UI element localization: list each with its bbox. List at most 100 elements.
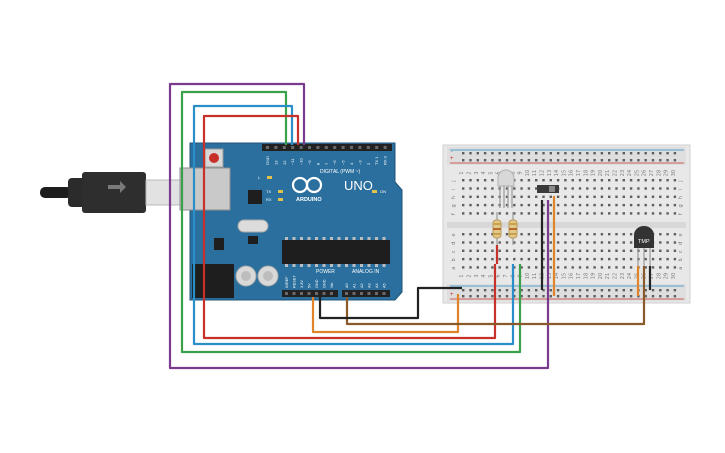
bb-hole — [513, 187, 516, 190]
wire-red[interactable] — [202, 114, 497, 340]
bb-hole — [586, 187, 589, 190]
bb-hole — [651, 266, 655, 269]
resistor-band — [509, 223, 517, 225]
wire-black-gnd[interactable] — [318, 286, 462, 320]
wire-brown-a0[interactable] — [345, 266, 646, 326]
bb-hole — [549, 241, 552, 244]
board-model-label: UNO — [344, 178, 373, 193]
bb-hole — [556, 266, 560, 269]
rail-hole — [622, 289, 625, 292]
rail-hole — [469, 289, 472, 292]
header-hole[interactable] — [366, 146, 370, 149]
rail-hole — [542, 295, 545, 298]
header-hole[interactable] — [282, 146, 286, 149]
header-hole[interactable] — [292, 292, 296, 295]
header-hole[interactable] — [315, 292, 318, 295]
rail-hole — [505, 289, 509, 292]
rail-hole — [600, 289, 604, 292]
header-hole[interactable] — [345, 292, 348, 295]
resistor-1[interactable] — [492, 212, 502, 245]
rgb-led[interactable] — [497, 169, 515, 208]
bb-hole — [520, 233, 523, 236]
header-hole[interactable] — [274, 146, 278, 149]
header-hole[interactable] — [307, 292, 311, 295]
breadboard-holes — [462, 152, 677, 298]
rail-hole — [615, 159, 618, 162]
header-hole[interactable] — [316, 146, 320, 149]
rail-hole — [615, 289, 618, 292]
bb-hole — [491, 241, 494, 244]
header-hole[interactable] — [285, 292, 288, 295]
resistor-2[interactable] — [508, 212, 518, 245]
bb-hole — [520, 179, 523, 182]
header-hole[interactable] — [300, 292, 303, 295]
bb-hole — [659, 241, 662, 244]
header-hole[interactable] — [375, 146, 379, 149]
bottom-pin-label: A2 — [360, 283, 364, 288]
bb-hole — [651, 187, 655, 190]
header-hole[interactable] — [360, 292, 363, 295]
header-hole[interactable] — [291, 146, 295, 149]
header-hole[interactable] — [341, 146, 345, 149]
bb-hole — [476, 212, 479, 215]
bb-hole — [556, 233, 560, 236]
bb-hole — [556, 179, 560, 182]
resistor-band — [493, 223, 501, 225]
header-hole[interactable] — [358, 146, 362, 149]
digital-pin-label: ~5 — [341, 160, 346, 165]
header-hole[interactable] — [375, 292, 378, 295]
microcontroller-chip — [282, 240, 390, 264]
slide-switch[interactable] — [537, 185, 559, 193]
temperature-sensor[interactable]: TMP — [634, 226, 654, 266]
digital-pin-label: ~6 — [332, 160, 337, 165]
chip-pin — [345, 237, 348, 240]
rail-hole — [644, 152, 647, 155]
rail-hole — [608, 289, 611, 292]
digital-header-label: DIGITAL (PWM ~) — [320, 169, 360, 175]
bb-column-label: 13 — [547, 170, 553, 176]
slide-switch-body — [537, 185, 559, 193]
rail-hole — [498, 152, 501, 155]
bb-hole — [644, 203, 647, 207]
wire-orange-5v[interactable] — [311, 294, 460, 334]
bb-hole — [469, 257, 472, 261]
chip-pin — [360, 237, 363, 240]
bb-hole — [593, 241, 596, 244]
bb-hole — [476, 203, 479, 207]
bb-hole — [520, 187, 523, 190]
bb-hole — [542, 233, 545, 236]
header-hole[interactable] — [330, 292, 333, 295]
header-hole[interactable] — [333, 146, 337, 149]
bb-hole — [513, 257, 516, 261]
header-hole[interactable] — [308, 146, 311, 149]
bb-hole — [520, 249, 523, 252]
slide-switch-knob[interactable] — [549, 186, 555, 192]
header-hole[interactable] — [382, 292, 386, 295]
bb-hole — [535, 195, 538, 198]
rail-hole — [644, 295, 647, 298]
header-hole[interactable] — [367, 292, 371, 295]
bb-hole — [498, 257, 501, 261]
header-hole[interactable] — [352, 292, 356, 295]
bb-column-label: 3 — [474, 171, 480, 174]
bb-hole — [498, 212, 501, 215]
header-hole[interactable] — [350, 146, 353, 149]
header-hole[interactable] — [299, 146, 303, 149]
header-hole[interactable] — [383, 146, 387, 149]
header-hole[interactable] — [324, 146, 328, 149]
rail-hole — [564, 295, 567, 298]
rail-plus-label: + — [450, 292, 454, 298]
usb-cable[interactable] — [40, 172, 187, 213]
rail-hole — [637, 295, 640, 298]
wire-purple[interactable] — [168, 82, 550, 370]
bb-hole — [520, 195, 523, 198]
header-hole[interactable] — [266, 146, 269, 149]
bb-column-label: 18 — [583, 170, 589, 176]
breadboard[interactable]: 1122334455667788991010111112121313141415… — [442, 144, 691, 304]
header-hole[interactable] — [322, 292, 326, 295]
wire-green[interactable] — [180, 90, 522, 354]
bb-hole — [520, 266, 523, 269]
wire-blue[interactable] — [192, 104, 515, 346]
